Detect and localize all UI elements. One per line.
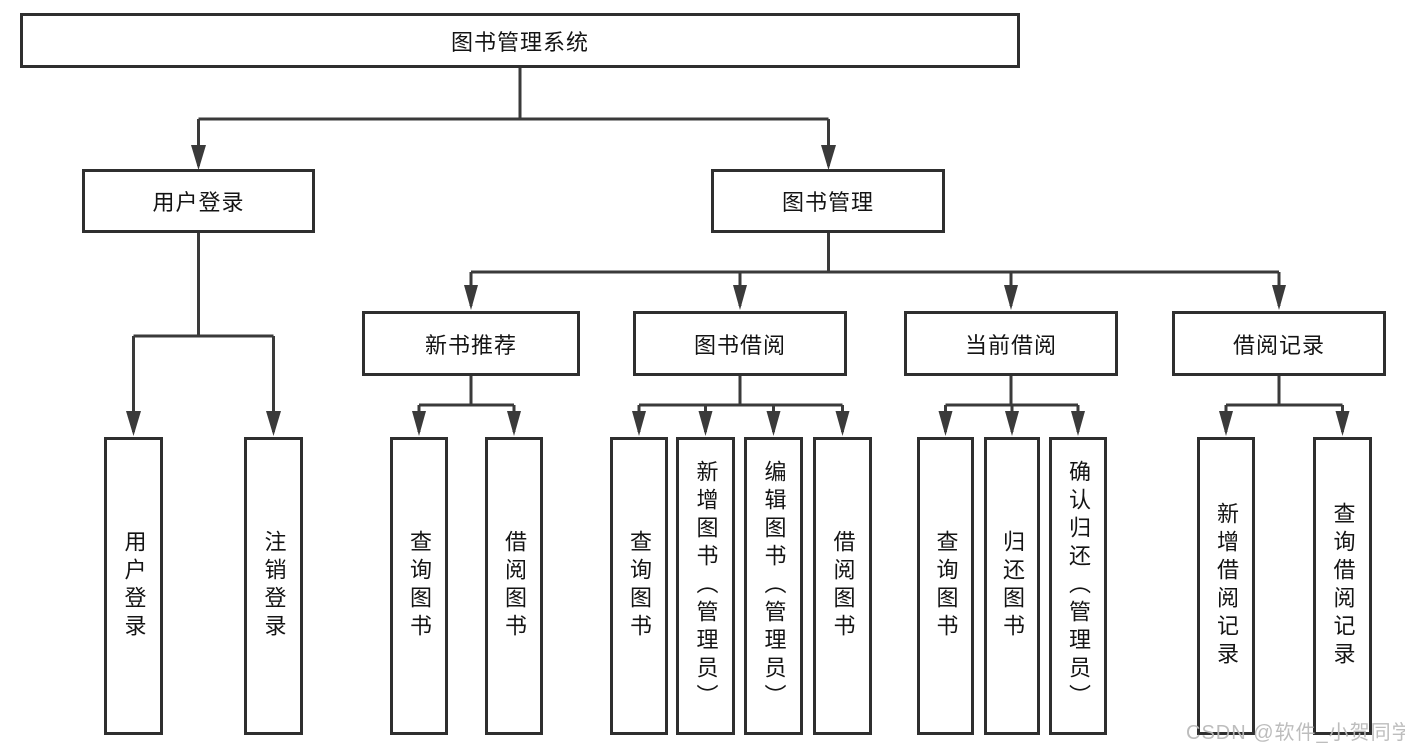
arrowhead-cb-confirm — [1071, 411, 1085, 436]
node-new-book-recommend: 新书推荐 — [362, 311, 580, 376]
node-current-borrow-label: 当前借阅 — [964, 332, 1057, 358]
node-book-borrow: 图书借阅 — [633, 311, 847, 376]
arrowhead-bb-edit — [766, 411, 781, 436]
arrowhead-book-borrow — [733, 285, 747, 310]
leaf-nb-query-books: 查询图书 — [390, 437, 448, 735]
leaf-logout-label: 注销登录 — [261, 530, 287, 642]
arrowhead-br-add — [1219, 411, 1233, 436]
arrowhead-current-borrow — [1004, 285, 1018, 310]
leaf-nb-borrow-books: 借阅图书 — [485, 437, 543, 735]
leaf-bb-borrow-books-label: 借阅图书 — [830, 530, 856, 642]
leaf-cb-return-books-label: 归还图书 — [1000, 530, 1025, 642]
leaf-br-add-record-label: 新增借阅记录 — [1214, 502, 1239, 670]
arrowhead-nb-query — [412, 411, 426, 436]
node-borrow-records: 借阅记录 — [1172, 311, 1386, 376]
node-book-borrow-label: 图书借阅 — [693, 332, 786, 358]
arrowhead-cb-return — [1005, 411, 1019, 436]
leaf-user-login: 用户登录 — [104, 437, 163, 735]
leaf-cb-confirm-return-admin: 确认归还（管理员） — [1049, 437, 1107, 735]
leaf-cb-return-books: 归还图书 — [984, 437, 1040, 735]
leaf-bb-add-books-admin-label: 新增图书（管理员） — [693, 460, 719, 712]
leaf-bb-query-books: 查询图书 — [610, 437, 668, 735]
csdn-watermark: CSDN @软件_小贺同学 — [1186, 722, 1405, 744]
arrowhead-bb-add — [698, 411, 713, 436]
leaf-bb-query-books-label: 查询图书 — [627, 530, 652, 642]
leaf-br-query-record: 查询借阅记录 — [1313, 437, 1372, 735]
arrowhead-leaf-logout — [266, 411, 281, 436]
arrowhead-bb-borrow — [835, 411, 850, 436]
arrowhead-cb-query — [938, 411, 953, 436]
leaf-cb-confirm-return-admin-label: 确认归还（管理员） — [1066, 460, 1091, 712]
arrowhead-leaf-login — [126, 411, 141, 436]
arrowhead-user-login — [191, 145, 206, 170]
leaf-logout: 注销登录 — [244, 437, 303, 735]
leaf-br-add-record: 新增借阅记录 — [1197, 437, 1255, 735]
leaf-bb-edit-books-admin-label: 编辑图书（管理员） — [761, 460, 787, 712]
node-new-book-recommend-label: 新书推荐 — [424, 332, 517, 358]
leaf-nb-query-books-label: 查询图书 — [407, 530, 432, 642]
node-book-management: 图书管理 — [711, 169, 945, 233]
node-root: 图书管理系统 — [20, 13, 1020, 68]
node-current-borrow: 当前借阅 — [904, 311, 1118, 376]
arrowhead-nb-borrow — [507, 411, 521, 436]
node-book-management-label: 图书管理 — [781, 190, 874, 215]
leaf-cb-query-books-label: 查询图书 — [933, 530, 959, 642]
arrowhead-borrow-records — [1272, 285, 1286, 310]
leaf-br-query-record-label: 查询借阅记录 — [1330, 502, 1356, 670]
leaf-cb-query-books: 查询图书 — [917, 437, 974, 735]
leaf-nb-borrow-books-label: 借阅图书 — [502, 530, 527, 642]
arrowhead-br-query — [1335, 411, 1350, 436]
leaf-bb-add-books-admin: 新增图书（管理员） — [676, 437, 735, 735]
node-borrow-records-label: 借阅记录 — [1232, 332, 1325, 358]
node-user-login: 用户登录 — [82, 169, 315, 233]
arrowhead-book-management — [821, 145, 836, 170]
leaf-user-login-label: 用户登录 — [121, 530, 147, 642]
node-root-label: 图书管理系统 — [450, 29, 589, 55]
arrowhead-new-book — [464, 285, 478, 310]
leaf-bb-edit-books-admin: 编辑图书（管理员） — [744, 437, 803, 735]
node-user-login-label: 用户登录 — [152, 190, 245, 215]
arrowhead-bb-query — [632, 411, 646, 436]
leaf-bb-borrow-books: 借阅图书 — [813, 437, 872, 735]
